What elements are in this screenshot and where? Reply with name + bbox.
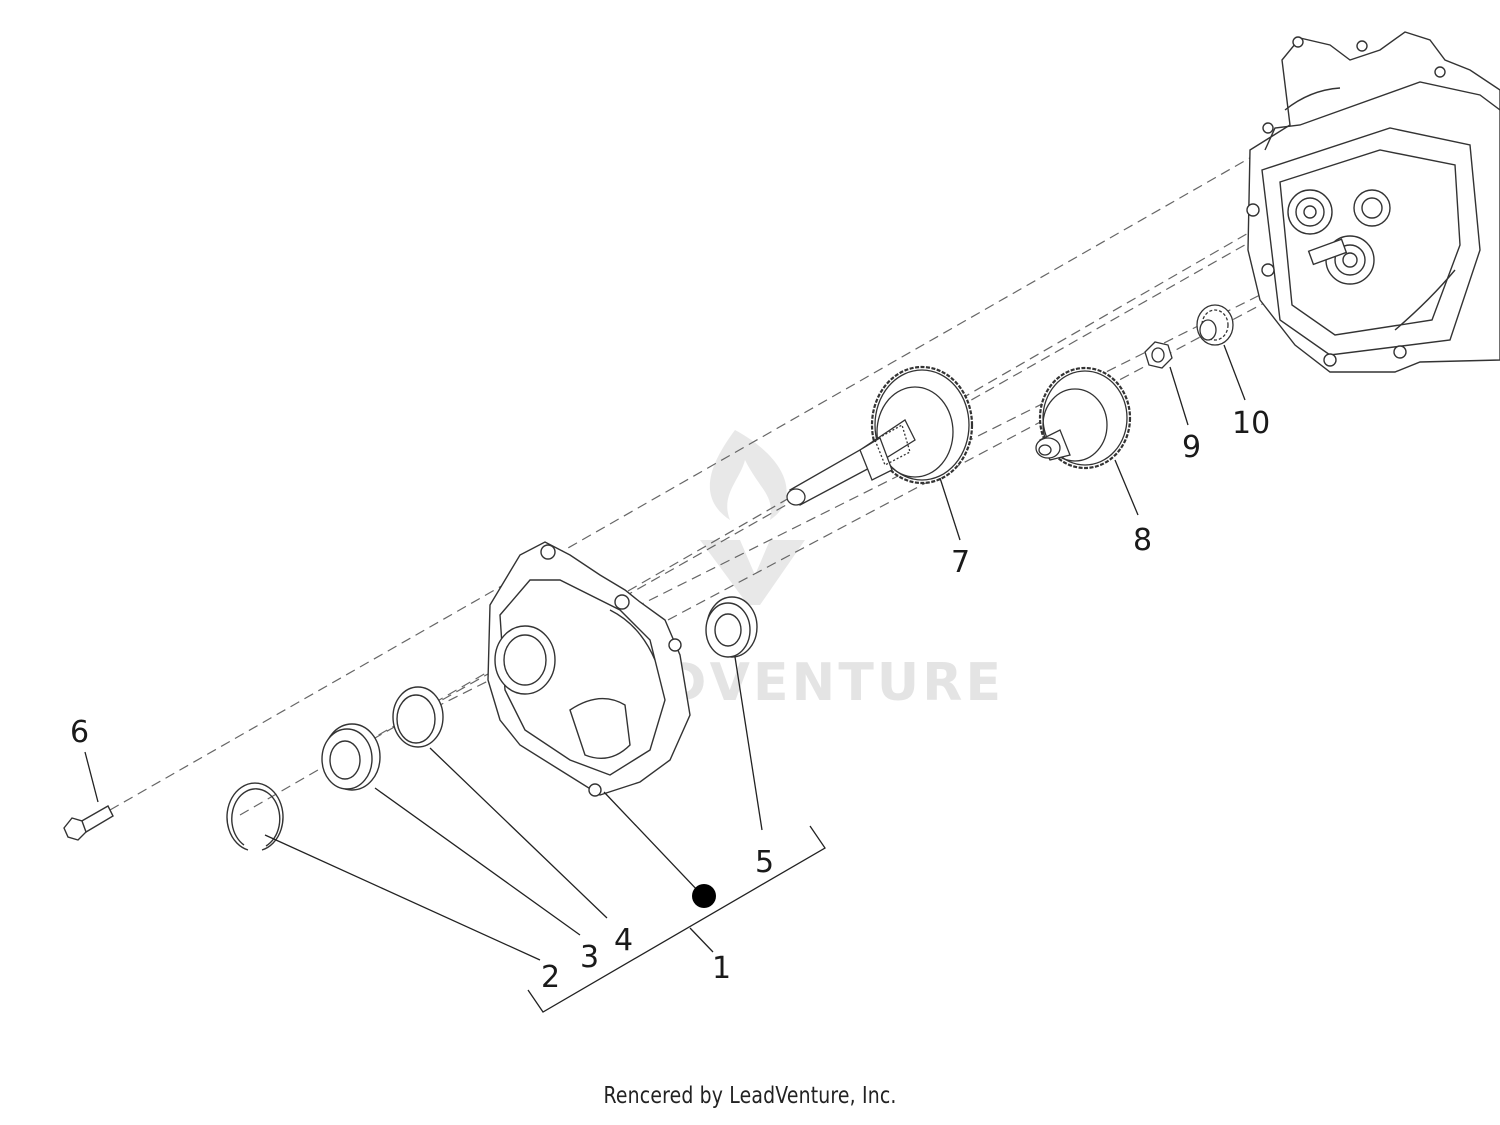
part-4-seal: [392, 686, 444, 748]
axis-bolt: [109, 154, 1256, 811]
watermark-v-icon: [700, 540, 805, 605]
part-6-bolt: [63, 805, 114, 841]
callout-1: 1: [712, 951, 731, 986]
leader-lines: [84, 344, 1246, 1013]
callout-9: 9: [1182, 430, 1201, 465]
part-7-main-shaft-gear: [786, 365, 974, 506]
part-9-nut: [1144, 341, 1173, 369]
callout-7: 7: [951, 545, 970, 580]
callout-5: 5: [755, 845, 774, 880]
part-8-countershaft-gear: [1035, 366, 1132, 470]
part-2-snap-ring: [226, 782, 284, 851]
axis-upper-shaft: [239, 231, 1251, 816]
callout-2: 2: [541, 960, 560, 995]
callout-3: 3: [580, 940, 599, 975]
part-3-bearing: [321, 723, 381, 791]
kit-indicator-dot: [692, 884, 716, 908]
part-1-case-cover: [487, 541, 691, 797]
transmission-case: [1246, 31, 1500, 373]
part-10-pinion-gear: [1196, 304, 1234, 346]
part-5-bearing: [705, 596, 758, 658]
render-credit: Rencered by LeadVenture, Inc.: [603, 1083, 897, 1109]
callout-labels: 1 2 3 4 5 6 7 8 9 10: [70, 406, 1270, 995]
callout-8: 8: [1133, 523, 1152, 558]
watermark-flame-icon: [709, 430, 787, 520]
callout-4: 4: [614, 923, 633, 958]
callout-10: 10: [1232, 406, 1270, 441]
callout-6: 6: [70, 715, 89, 750]
